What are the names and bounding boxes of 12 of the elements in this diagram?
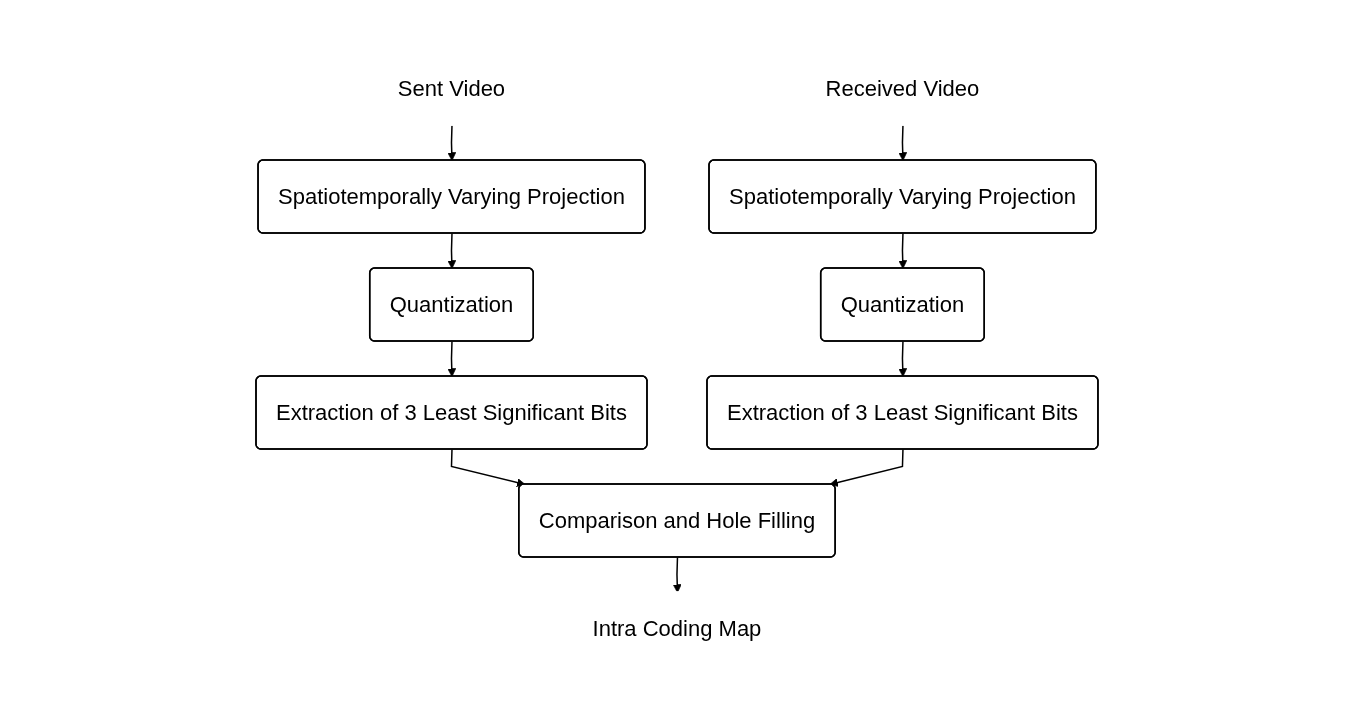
arrow: [450, 448, 525, 487]
arrow: [446, 124, 456, 161]
arrow: [672, 556, 682, 593]
arrow: [829, 448, 904, 487]
arrow: [897, 232, 907, 269]
arrow: [446, 340, 456, 377]
node-text: Received Video: [825, 75, 979, 101]
arrow: [897, 340, 907, 377]
arrow: [446, 232, 456, 269]
node-text: Sent Video: [397, 75, 505, 101]
arrow: [897, 124, 907, 161]
node-text: Intra Coding Map: [592, 615, 761, 641]
